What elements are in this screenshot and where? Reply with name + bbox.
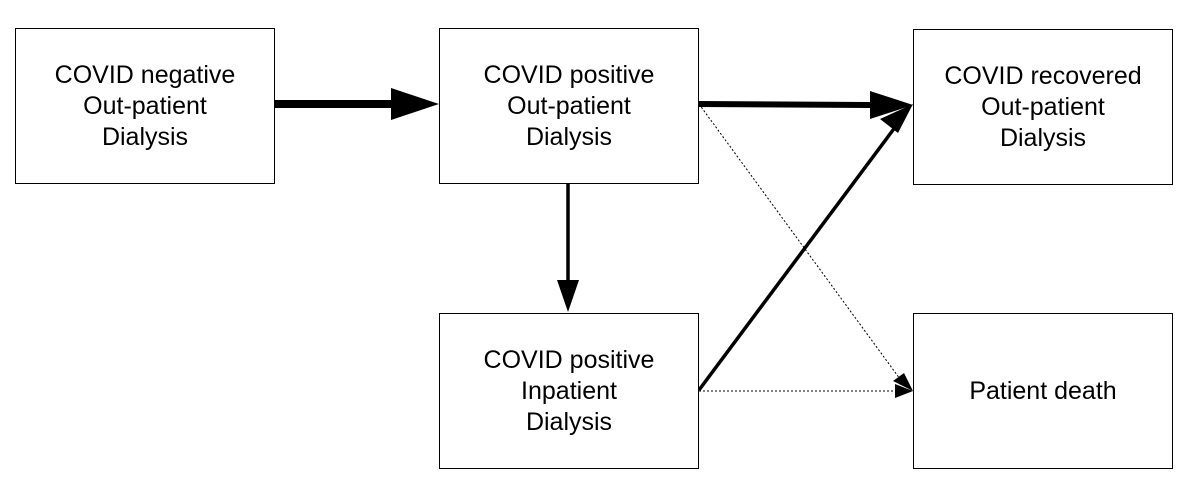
node-label-line: Out-patient <box>83 91 207 120</box>
edge-inpatient-to-death <box>699 384 913 398</box>
node-label-line: COVID positive <box>483 60 655 89</box>
node-covid-positive-inpatient-dialysis: COVID positive Inpatient Dialysis <box>439 313 699 469</box>
edge-inpatient-to-recovered <box>697 104 913 392</box>
node-label-line: Dialysis <box>525 407 613 436</box>
node-covid-recovered-outpatient-dialysis: COVID recovered Out-patient Dialysis <box>913 29 1173 185</box>
edge-positive-outpatient-to-death <box>698 103 913 391</box>
node-covid-positive-outpatient-dialysis: COVID positive Out-patient Dialysis <box>439 28 699 184</box>
node-label-line: Out-patient <box>507 91 631 120</box>
edge-positive-outpatient-to-recovered <box>698 91 913 119</box>
node-label-line: Inpatient <box>521 376 617 405</box>
node-covid-negative-outpatient-dialysis: COVID negative Out-patient Dialysis <box>15 28 275 184</box>
node-label-line: COVID negative <box>54 60 236 89</box>
node-patient-death: Patient death <box>913 313 1173 469</box>
edge-positive-outpatient-to-inpatient <box>557 184 579 312</box>
edge-negative-to-positive-outpatient <box>275 88 439 120</box>
node-label-line: Dialysis <box>101 122 189 151</box>
node-label-line: COVID recovered <box>944 61 1142 90</box>
node-label-line: Patient death <box>969 376 1117 405</box>
node-label-line: Out-patient <box>981 92 1105 121</box>
node-label-line: Dialysis <box>525 122 613 151</box>
node-label-line: Dialysis <box>999 123 1087 152</box>
node-label-line: COVID positive <box>483 345 655 374</box>
